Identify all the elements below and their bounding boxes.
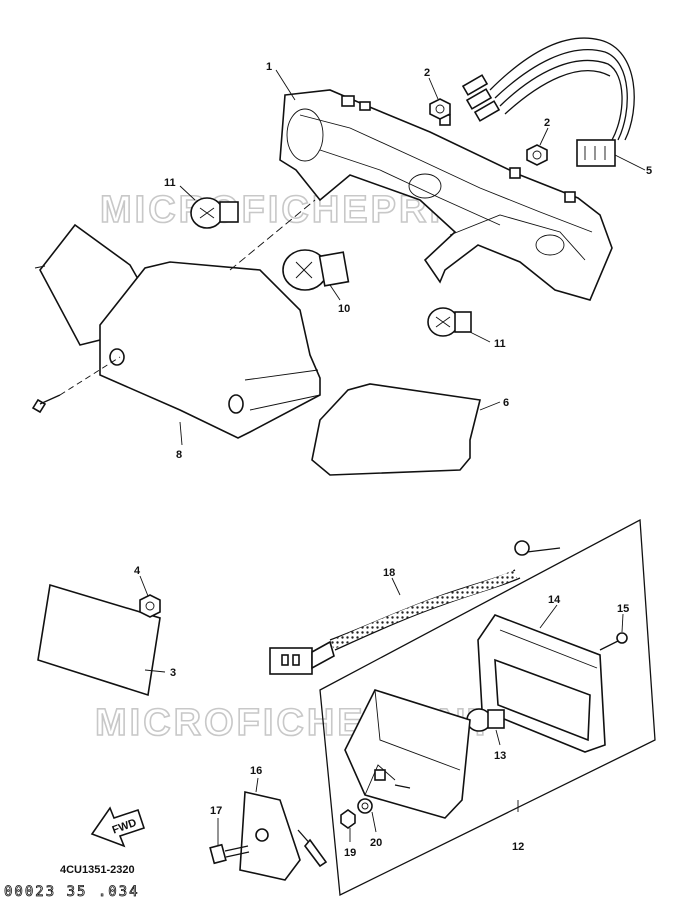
leader-screw [59, 356, 121, 396]
leader-8 [179, 421, 183, 446]
callout-15: 15 [617, 603, 629, 615]
part-13-bulb [466, 708, 505, 732]
callout-10: 10 [338, 303, 350, 315]
callout-2b: 2 [544, 117, 550, 129]
part-18-wire-lead [269, 540, 561, 675]
film-stamp: 00023 35 .034 [4, 884, 140, 900]
leader-14 [539, 604, 558, 629]
part-2-nut-b [526, 144, 548, 166]
part-11-bulb-b [427, 307, 472, 337]
callout-6: 6 [503, 397, 509, 409]
part-6-side-lens [311, 383, 481, 476]
callout-3: 3 [170, 667, 176, 679]
leader-13 [495, 729, 501, 746]
callout-1: 1 [266, 61, 272, 73]
callout-16: 16 [250, 765, 262, 777]
callout-5: 5 [646, 165, 652, 177]
part-2-nut-a [429, 98, 451, 120]
callout-2a: 2 [424, 67, 430, 79]
callout-20: 20 [370, 837, 382, 849]
leader-20 [371, 811, 377, 833]
part-15-screw [599, 632, 628, 651]
leader-5 [614, 154, 646, 171]
leader-18 [391, 577, 401, 596]
callout-11b: 11 [494, 338, 506, 350]
leader-16 [255, 777, 259, 793]
part-12-frame [319, 518, 656, 896]
part-3-reflector [37, 583, 161, 697]
leader-2b [539, 127, 549, 146]
leader-11b [469, 331, 491, 343]
part-11-bulb-a [190, 197, 239, 229]
part-5-wire-harness [461, 37, 635, 167]
leader-10 [329, 284, 341, 301]
callout-13: 13 [494, 750, 506, 762]
leader-2a [428, 77, 439, 100]
part-14-housing [477, 614, 606, 753]
fwd-arrow-icon: FWD [90, 806, 146, 848]
leader-4 [139, 575, 149, 597]
leader-3 [144, 669, 166, 673]
callout-18: 18 [383, 567, 395, 579]
part-4-nut [139, 594, 161, 618]
part-16-plate-bracket [239, 791, 328, 881]
part-17-bolt [209, 843, 250, 865]
callout-19: 19 [344, 847, 356, 859]
leader-6 [479, 401, 501, 411]
callout-17: 17 [210, 805, 222, 817]
license-light-lens [344, 689, 471, 819]
part-1-bracket [279, 89, 613, 301]
leader-1 [275, 69, 296, 101]
leader-15 [621, 613, 624, 633]
callout-14: 14 [548, 594, 561, 606]
part-20-washer [357, 798, 373, 814]
callout-12: 12 [512, 841, 524, 853]
callout-8: 8 [176, 449, 182, 461]
callout-11a: 11 [164, 177, 176, 189]
part-10-bulb [282, 249, 350, 291]
part-19-nut [340, 809, 356, 829]
part-8-taillight-lens [34, 223, 321, 439]
part-code: 4CU1351-2320 [60, 864, 135, 876]
leader-11a [179, 185, 196, 201]
leader-bulb-10 [229, 199, 316, 271]
callout-4: 4 [134, 565, 141, 577]
screw-left [31, 394, 61, 414]
